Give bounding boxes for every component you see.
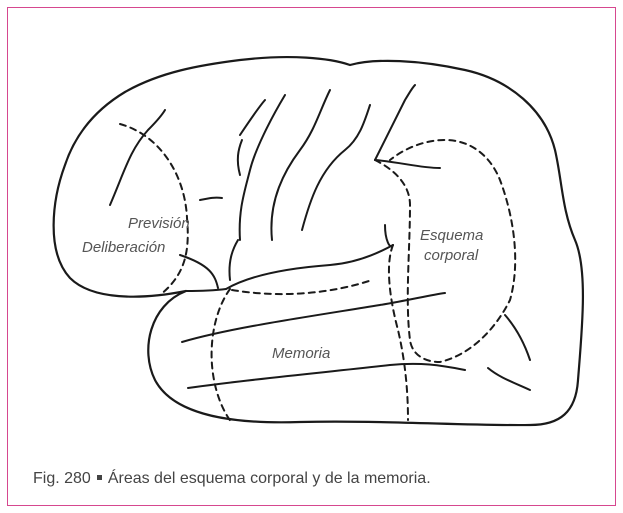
caption-text: Áreas del esquema corporal y de la memor… <box>108 470 431 487</box>
memory-region-boundary <box>212 289 232 423</box>
region-boundaries <box>120 124 515 423</box>
brainstem-edge <box>186 289 226 291</box>
label-memoria: Memoria <box>272 345 330 362</box>
frontal-region-boundary <box>120 124 188 295</box>
caption-separator <box>97 475 102 480</box>
memory-region-boundary-right <box>389 245 408 420</box>
caption-number: Fig. 280 <box>33 470 91 487</box>
label-prevision: Previsión <box>128 215 190 232</box>
label-esquema-line1: Esquema <box>420 227 483 244</box>
figure-caption: Fig. 280 Áreas del esquema corporal y de … <box>33 470 431 488</box>
label-deliberacion: Deliberación <box>82 239 165 256</box>
memory-region-boundary-top <box>232 280 372 294</box>
label-esquema-line2: corporal <box>424 247 479 264</box>
